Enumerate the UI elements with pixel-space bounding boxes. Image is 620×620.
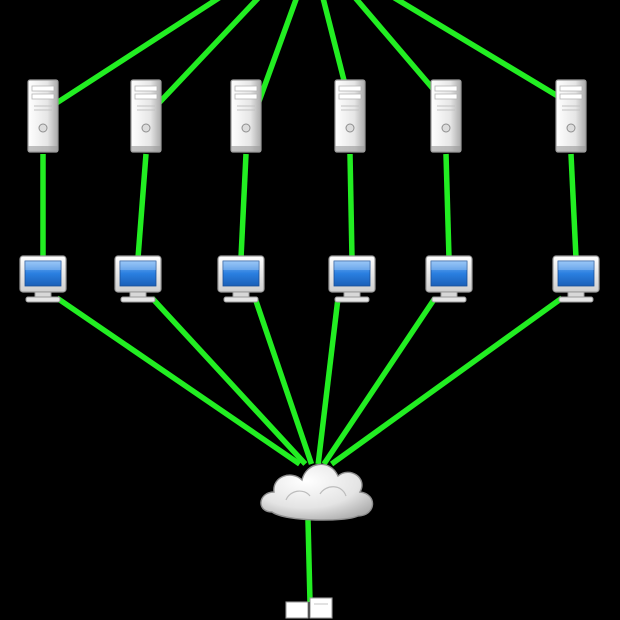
monitor-icon [425,255,473,303]
server-1 [27,79,59,153]
server-tower-icon [555,79,587,153]
link-workstation-1-internet [55,295,302,467]
monitor-icon [552,255,600,303]
link-server-5-workstation-5 [443,153,452,259]
link-server-3-workstation-3 [238,153,249,259]
monitor-icon [19,255,67,303]
server-tower-icon [27,79,59,153]
workstation-6 [552,255,600,303]
workstation-2 [114,255,162,303]
link-server-6-workstation-6 [568,153,579,259]
server-tower-icon [334,79,366,153]
cloud-icon [260,463,374,521]
link-uplink-3-server-3 [255,0,299,105]
server-5 [430,79,462,153]
monitor-icon [114,255,162,303]
link-uplink-5-server-5 [353,0,449,106]
server-2 [130,79,162,153]
nodes-layer [19,79,600,619]
link-workstation-3-internet [252,297,315,465]
server-tower-icon [230,79,262,153]
link-internet-gateway [305,519,313,603]
workstation-4 [328,255,376,303]
links-layer [40,0,579,603]
server-6 [555,79,587,153]
workstation-5 [425,255,473,303]
link-workstation-2-internet [149,296,308,466]
server-tower-icon [130,79,162,153]
monitor-icon [217,255,265,303]
monitor-icon [328,255,376,303]
workstation-3 [217,255,265,303]
internet [260,463,374,521]
workstation-1 [19,255,67,303]
link-server-2-workstation-2 [135,153,149,259]
link-uplink-1-server-1 [53,0,221,107]
link-workstation-4-internet [315,297,341,465]
link-server-4-workstation-4 [347,153,355,259]
switch-icon [285,597,333,619]
link-uplink-2-server-2 [156,0,261,106]
link-workstation-5-internet [321,296,438,466]
link-workstation-6-internet [329,295,564,467]
link-uplink-6-server-6 [392,0,573,107]
server-4 [334,79,366,153]
server-3 [230,79,262,153]
gateway [285,597,333,619]
server-tower-icon [430,79,462,153]
